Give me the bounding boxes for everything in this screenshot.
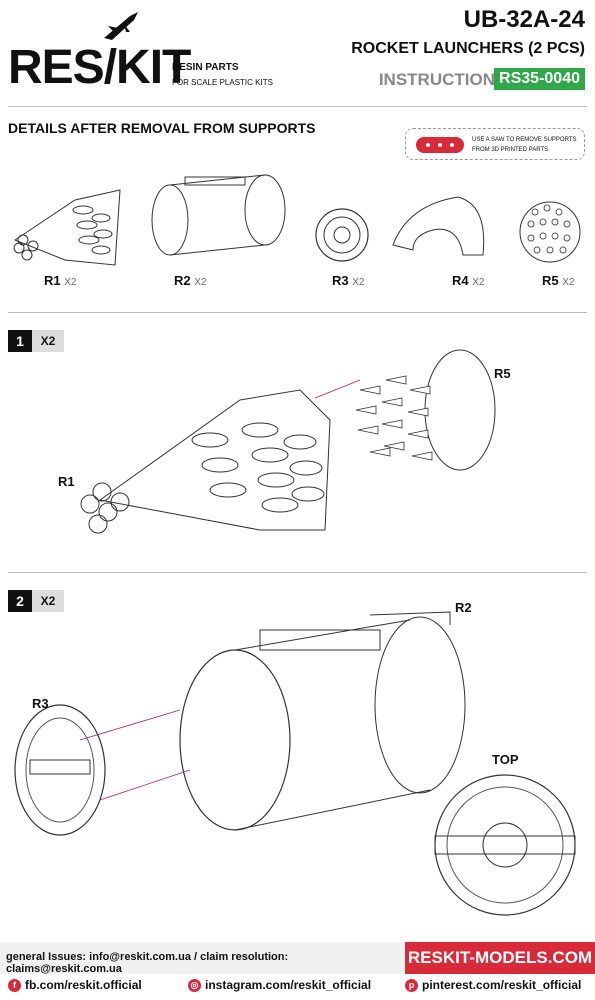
contact-info: general Issues: info@reskit.com.ua / cla… [0,942,405,975]
step-1-header: 1 X2 [8,330,64,352]
instagram-icon: ◎ [188,978,201,992]
step-1-label-r1: R1 [58,474,75,489]
step-2-label-top: TOP [492,752,519,767]
step-2-label-r2: R2 [455,600,472,615]
divider [8,572,587,573]
facebook-icon: f [8,978,21,992]
part-label-r5: R5 X2 [542,273,575,288]
instagram-text: instagram.com/reskit_official [205,978,372,992]
reskit-logo: RES/KIT [8,10,191,94]
part-r1-drawing [13,189,121,266]
product-title: UB-32A-24 [463,6,585,33]
part-r5-drawing [519,201,581,263]
part-label-r2: R2 X2 [174,273,207,288]
product-code-badge: RS35-0040 [494,68,585,90]
step-number: 1 [8,330,32,352]
step-number: 2 [8,590,32,612]
instagram-link[interactable]: ◎ instagram.com/reskit_official [188,978,371,992]
pinterest-icon: p [405,978,418,992]
pinterest-link[interactable]: p pinterest.com/reskit_official [405,978,581,992]
facebook-link[interactable]: f fb.com/reskit.official [8,978,142,992]
step-2-label-r3: R3 [32,696,49,711]
saw-note-text: USE A SAW TO REMOVE SUPPORTS FROM 3D PRI… [472,137,577,153]
part-r2-drawing [151,174,286,256]
for-kits-label: FOR SCALE PLASTIC KITS [172,78,273,87]
part-label-r4: R4 X2 [452,273,485,288]
resin-parts-label: RESIN PARTS [172,62,239,73]
step-1-label-r5: R5 [494,366,511,381]
step-quantity: X2 [32,330,64,352]
part-label-r1: R1 X2 [44,273,77,288]
facebook-text: fb.com/reskit.official [25,978,142,992]
part-label-r3: R3 X2 [332,273,365,288]
step-2-header: 2 X2 [8,590,64,612]
step-2-drawing [14,611,576,916]
website-link[interactable]: RESKIT-MODELS.COM [405,942,595,974]
support-icon [416,137,464,153]
divider [8,312,587,313]
details-title: DETAILS AFTER REMOVAL FROM SUPPORTS [8,120,316,136]
saw-note: USE A SAW TO REMOVE SUPPORTS FROM 3D PRI… [405,128,585,160]
part-r4-drawing [392,196,485,256]
logo-text: RES/KIT [8,41,191,94]
product-subtitle: ROCKET LAUNCHERS (2 PCS) [351,40,585,57]
instruction-label: INSTRUCTION [378,70,495,89]
step-1-drawing [80,349,496,534]
step-quantity: X2 [32,590,64,612]
divider [8,106,587,107]
jet-icon [104,12,138,40]
part-r3-drawing [315,208,369,262]
pinterest-text: pinterest.com/reskit_official [422,978,582,992]
